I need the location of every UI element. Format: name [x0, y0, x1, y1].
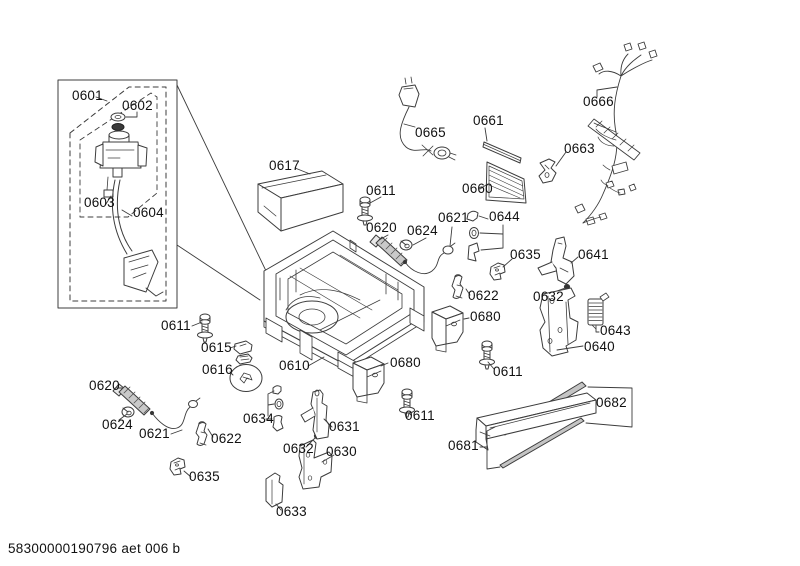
- part-label-0666: 0666: [583, 94, 614, 109]
- part-label-0620-top: 0620: [366, 220, 397, 235]
- part-0601-valve-drawing: [94, 130, 148, 198]
- part-0630-bracket-drawing: [298, 439, 333, 490]
- part-label-0680-right: 0680: [470, 309, 501, 324]
- part-label-0665: 0665: [415, 125, 446, 140]
- part-0621-cable-drawings: [149, 242, 456, 429]
- part-label-0601: 0601: [72, 88, 103, 103]
- part-label-0620-bl: 0620: [89, 378, 120, 393]
- part-0617-cover-drawing: [257, 170, 344, 232]
- part-label-0615: 0615: [201, 340, 232, 355]
- part-label-0621-top: 0621: [438, 210, 469, 225]
- part-0665-power-cord-drawing: [398, 76, 457, 161]
- part-label-0640: 0640: [584, 339, 615, 354]
- part-label-0611-left: 0611: [161, 318, 191, 333]
- part-0660-panel-drawing: [485, 161, 527, 204]
- part-label-0630: 0630: [326, 444, 357, 459]
- part-0640-mount-bracket-drawing: [539, 287, 579, 357]
- part-label-0633: 0633: [276, 504, 307, 519]
- part-label-0617: 0617: [269, 158, 300, 173]
- part-label-0682: 0682: [596, 395, 627, 410]
- part-0644-fastener-set-drawing: [466, 210, 480, 262]
- document-code: 58300000190796 aet 006 b: [8, 541, 181, 556]
- part-label-0621-bl: 0621: [139, 426, 170, 441]
- part-label-0681: 0681: [448, 438, 479, 453]
- part-label-0643: 0643: [600, 323, 631, 338]
- part-0610-base-tray-drawing: [263, 230, 425, 379]
- part-label-0604: 0604: [133, 205, 164, 220]
- leader-lines: [95, 86, 633, 511]
- part-label-0622-right: 0622: [468, 288, 499, 303]
- part-0663-bracket-drawing: [538, 158, 557, 184]
- inset-detail-box: [57, 79, 279, 309]
- part-label-0634: 0634: [243, 411, 274, 426]
- part-label-0603: 0603: [84, 195, 115, 210]
- part-label-0661: 0661: [473, 113, 504, 128]
- part-0633-plate-drawing: [265, 472, 284, 508]
- part-0641-lever-drawing: [537, 236, 575, 285]
- part-0602-washer-drawing: [110, 112, 126, 131]
- part-0681-plinth-drawing: [475, 392, 597, 451]
- part-0615-blocks-drawing: [233, 340, 253, 365]
- part-label-0624-bl: 0624: [102, 417, 133, 432]
- part-0643-vent-grille-drawing: [587, 292, 610, 330]
- part-label-0624-top: 0624: [407, 223, 438, 238]
- part-label-0611-bottom: 0611: [405, 408, 435, 423]
- part-0666-wiring-harness-drawing: [574, 41, 658, 226]
- part-0604-hose-drawing: [111, 179, 164, 297]
- part-label-0602: 0602: [122, 98, 153, 113]
- part-0634-clip-set-drawing: [272, 385, 284, 432]
- part-0616-plug-drawing: [229, 364, 263, 392]
- part-label-0644: 0644: [489, 209, 520, 224]
- part-label-0632-bl: 0632: [283, 441, 314, 456]
- part-label-0632-right: 0632: [533, 289, 564, 304]
- part-label-0641: 0641: [578, 247, 609, 262]
- part-label-0635-bl: 0635: [189, 469, 220, 484]
- part-label-0680-bottom: 0680: [390, 355, 421, 370]
- part-label-0616: 0616: [202, 362, 233, 377]
- part-label-0610: 0610: [279, 358, 310, 373]
- part-label-0622-bl: 0622: [211, 431, 242, 446]
- part-0661-strip-drawing: [482, 141, 522, 164]
- part-label-0611-top: 0611: [366, 183, 396, 198]
- part-label-0660: 0660: [462, 181, 493, 196]
- part-label-0663: 0663: [564, 141, 595, 156]
- part-label-0631: 0631: [329, 419, 360, 434]
- part-label-0635-right: 0635: [510, 247, 541, 262]
- part-0631-hinge-bracket-drawing: [300, 389, 330, 440]
- part-label-0611-bottomright: 0611: [493, 364, 523, 379]
